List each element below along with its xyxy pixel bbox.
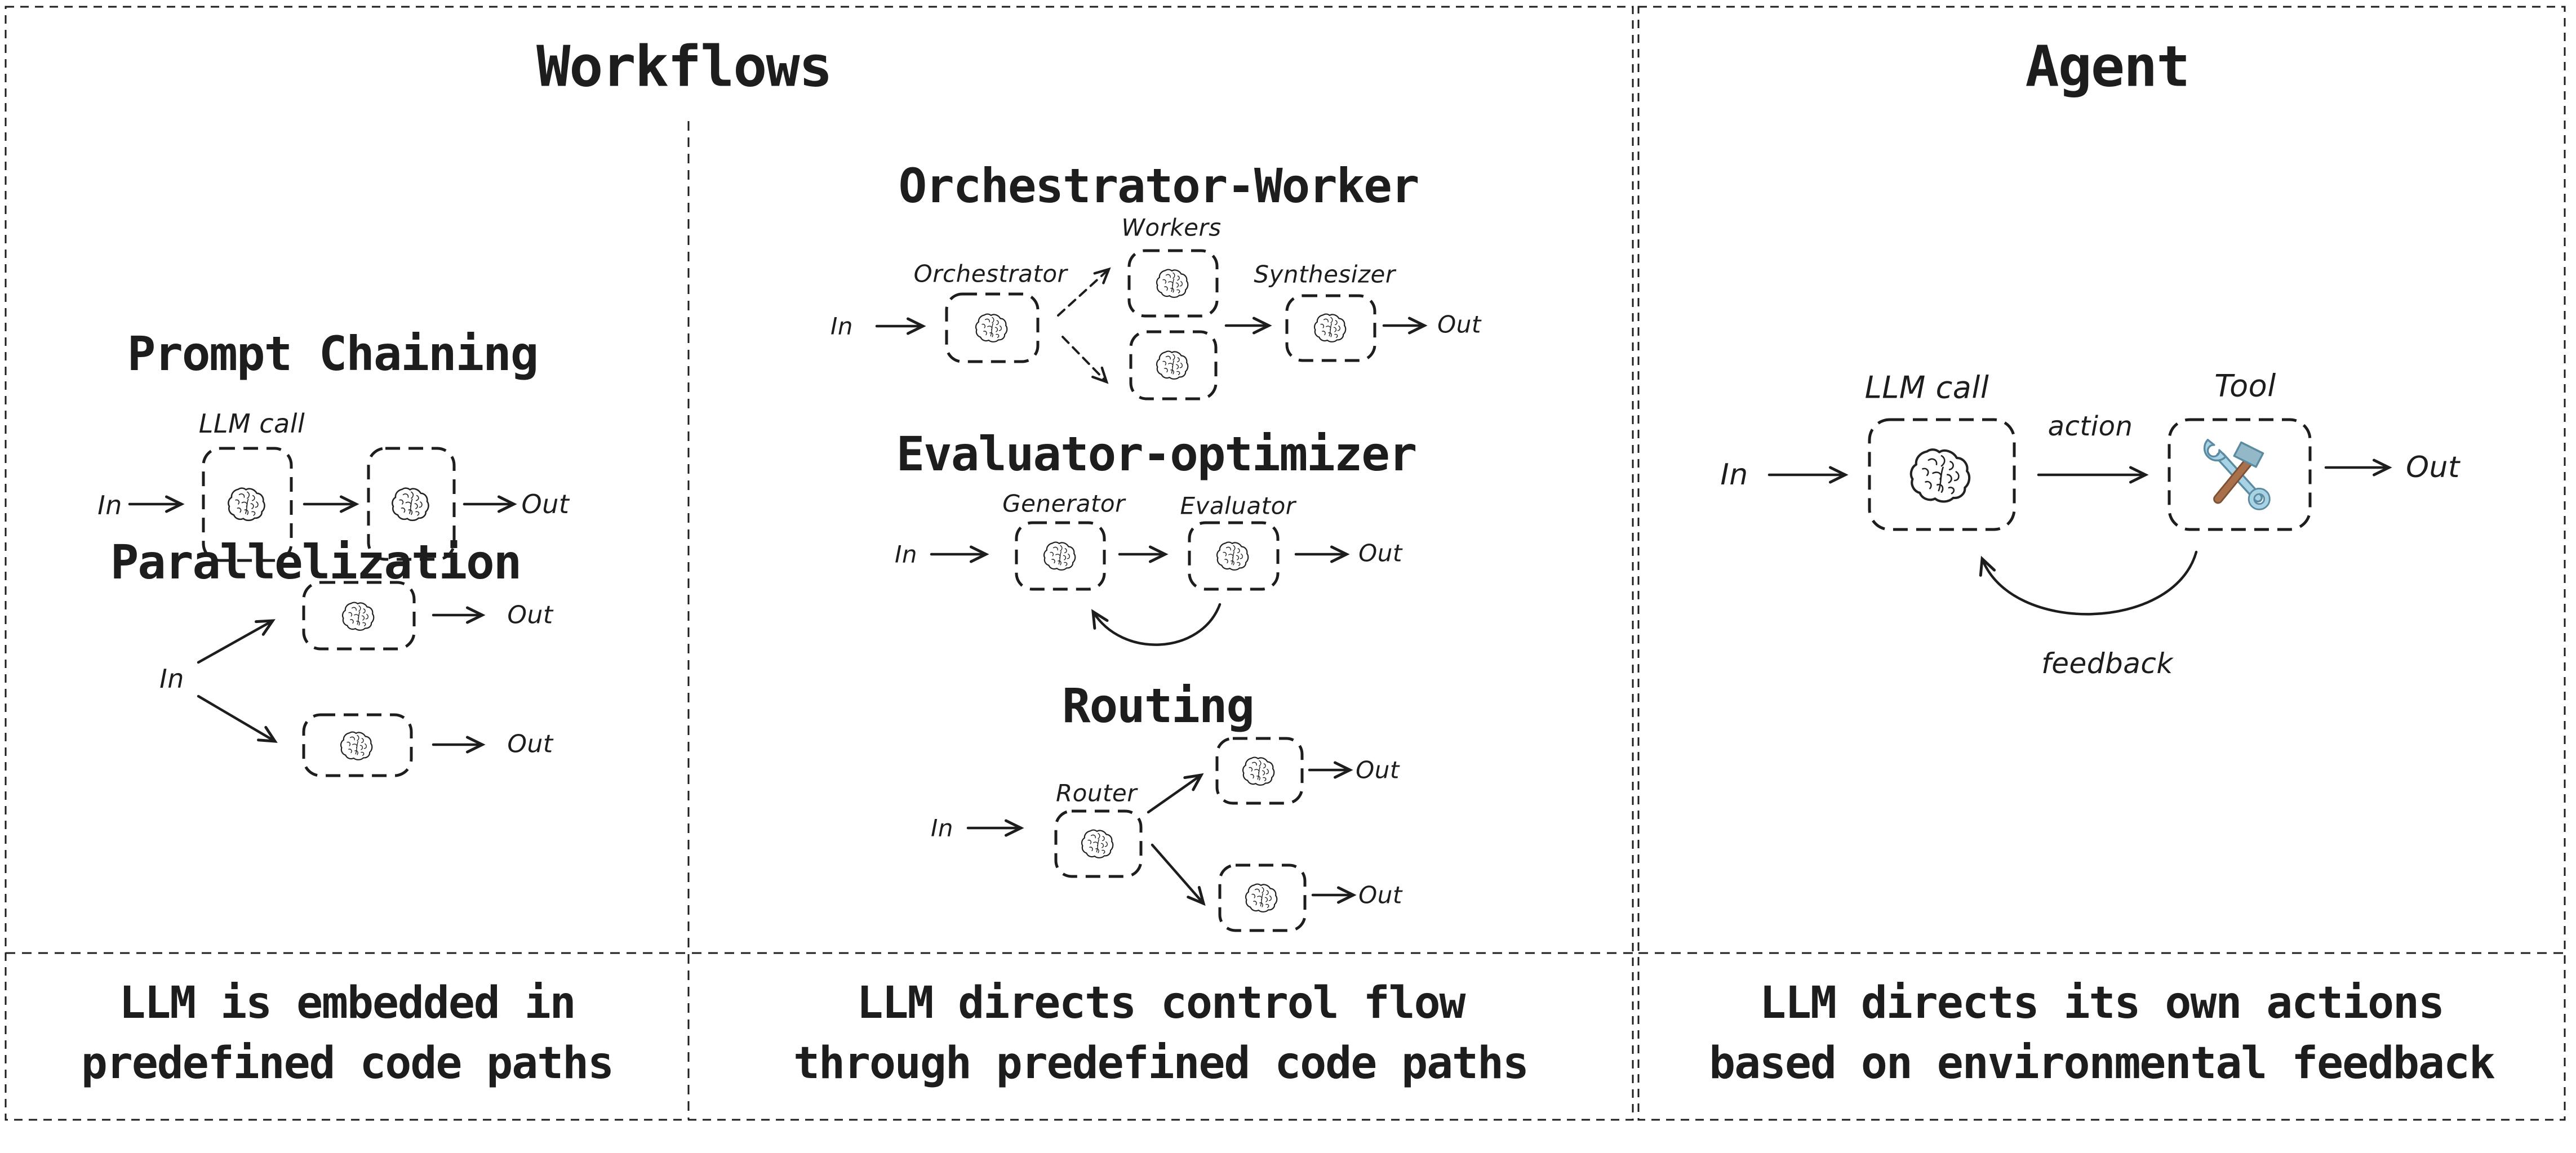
parallelization-title: Parallelization (110, 535, 522, 590)
brain-icon (1242, 756, 1275, 786)
brain-icon (1156, 269, 1189, 298)
out-label: Out (2406, 451, 2460, 484)
brain-icon (1313, 313, 1347, 342)
action-label: action (2048, 411, 2133, 442)
brain-icon (975, 313, 1008, 342)
arrow-in-to-top-llm (197, 619, 276, 664)
generator-box (1015, 521, 1106, 591)
in-label: In (97, 490, 122, 520)
caption-line: predefined code paths (81, 1038, 614, 1089)
llm-call-label: LLM call (1864, 370, 1989, 406)
brain-icon (340, 731, 373, 760)
agent-title: Agent (2025, 33, 2190, 100)
dashed-arrow-orchestrator-to-worker-bottom (1062, 336, 1109, 384)
out-label: Out (1358, 539, 1402, 567)
in-label: In (1720, 458, 1748, 492)
brain-icon (1216, 541, 1249, 571)
router-box (1054, 809, 1143, 878)
parallelization-llm-box-top (302, 581, 416, 651)
workflows-title: Workflows (536, 33, 833, 100)
agent-llm-box (1868, 418, 2016, 531)
caption-line: LLM is embedded in (119, 978, 576, 1029)
feedback-curve-evaluator-to-generator (1091, 603, 1222, 646)
arrow-router-to-bottom-llm (1151, 843, 1206, 906)
hammer-and-wrench-icon (2205, 440, 2267, 507)
agent-caption: LLM directs its own actions based on env… (1709, 973, 2495, 1094)
brain-icon (1156, 350, 1189, 380)
out-label: Out (521, 489, 570, 519)
tool-label: Tool (2214, 368, 2276, 404)
brain-icon (1245, 883, 1278, 912)
routing-llm-box-bottom (1218, 863, 1307, 932)
in-label: In (894, 540, 918, 568)
brain-icon (1043, 541, 1076, 571)
synthesizer-label: Synthesizer (1254, 260, 1396, 288)
agent-panel-border (1637, 6, 2566, 1121)
out-label: Out (507, 600, 553, 630)
out-label: Out (1356, 756, 1400, 784)
in-label: In (830, 312, 854, 340)
llm-call-label: LLM call (198, 408, 305, 439)
out-label: Out (1437, 310, 1481, 339)
router-label: Router (1055, 779, 1138, 807)
out-label: Out (507, 729, 553, 759)
caption-line: based on environmental feedback (1709, 1038, 2495, 1089)
workflows-middle-caption: LLM directs control flow through predefi… (793, 973, 1529, 1094)
workers-label: Workers (1121, 213, 1222, 242)
worker-box-top (1127, 249, 1219, 318)
orchestrator-box (945, 292, 1040, 363)
brain-icon (1911, 449, 1969, 501)
synthesizer-box (1285, 294, 1376, 362)
agent-tool-box (2168, 418, 2312, 531)
brain-icon (1081, 829, 1114, 858)
caption-line: through predefined code paths (793, 1038, 1529, 1089)
routing-llm-box-top (1215, 737, 1304, 805)
evaluator-label: Evaluator (1180, 492, 1296, 520)
caption-line: LLM directs its own actions (1760, 978, 2445, 1029)
in-label: In (930, 814, 954, 842)
evaluator-box (1188, 521, 1280, 591)
brain-icon (228, 487, 265, 522)
dashed-arrow-orchestrator-to-worker-top (1057, 267, 1111, 317)
parallelization-llm-box-bottom (302, 713, 413, 777)
feedback-curve-tool-to-llm (1979, 550, 2198, 616)
prompt-chaining-title: Prompt Chaining (127, 326, 539, 381)
arrow-in-to-bottom-llm (197, 695, 278, 743)
routing-title: Routing (1062, 678, 1255, 733)
orchestrator-worker-title: Orchestrator-Worker (898, 158, 1420, 213)
workflows-left-caption: LLM is embedded in predefined code paths (81, 973, 614, 1094)
workflows-panel-border (5, 6, 1634, 1121)
arrow-router-to-top-llm (1147, 773, 1204, 814)
evaluator-optimizer-title: Evaluator-optimizer (896, 426, 1418, 482)
generator-label: Generator (1002, 489, 1125, 518)
in-label: In (159, 664, 184, 694)
prompt-chaining-llm-box-2 (367, 447, 456, 561)
out-label: Out (1358, 881, 1402, 909)
brain-icon (341, 602, 375, 631)
worker-box-bottom (1129, 330, 1218, 400)
orchestrator-label: Orchestrator (913, 260, 1068, 288)
brain-icon (392, 487, 429, 522)
feedback-label: feedback (2041, 647, 2173, 680)
prompt-chaining-llm-box-1 (202, 447, 293, 562)
caption-line: LLM directs control flow (856, 978, 1465, 1029)
